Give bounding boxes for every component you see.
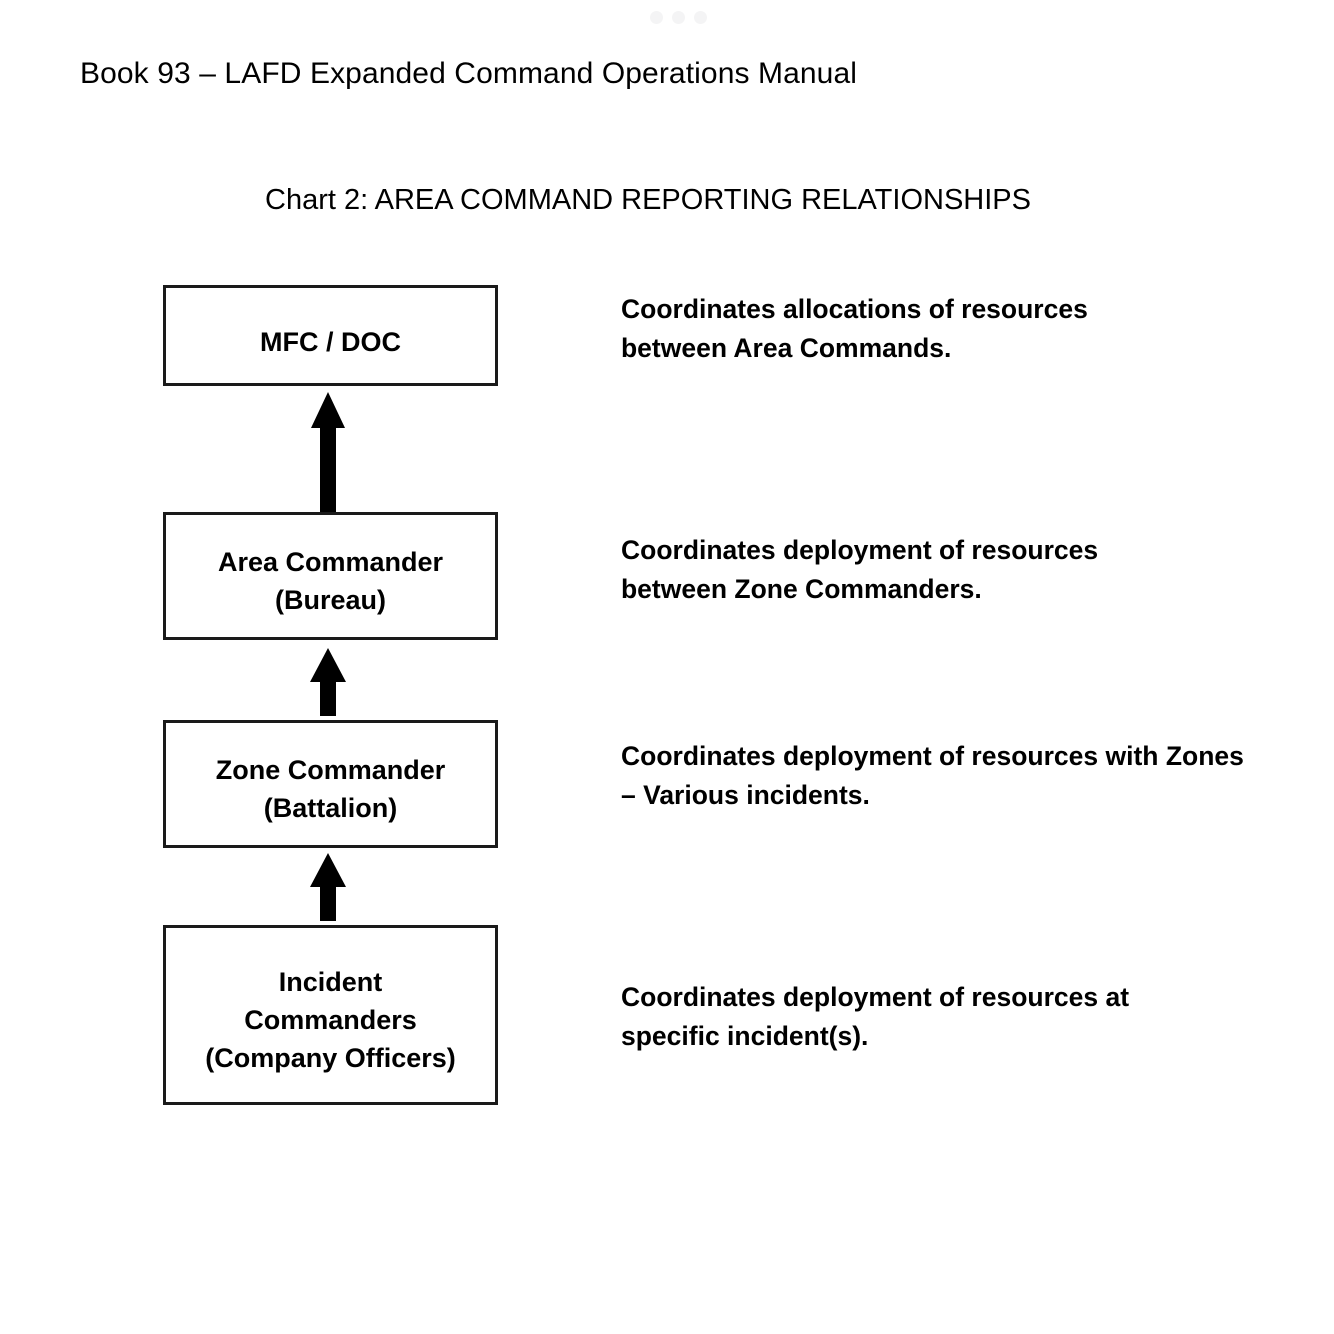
annotation-line: between Zone Commanders. [621, 574, 982, 605]
page-header-title: Book 93 – LAFD Expanded Command Operatio… [80, 57, 858, 90]
node-mfc-doc: MFC / DOC [163, 285, 498, 386]
node-label-line: Incident [278, 966, 383, 997]
annotation-line: Coordinates deployment of resources at [621, 982, 1130, 1012]
annotation-line: specific incident(s). [621, 1021, 869, 1052]
annotation-line: Coordinates allocations of resources [621, 294, 1088, 324]
annotation-line: between Area Commands. [621, 333, 952, 364]
node-area-commander: Area Commander (Bureau) [163, 512, 498, 640]
node-zone-commander: Zone Commander (Battalion) [163, 720, 498, 848]
annotation-zone-commander: Coordinates deployment of resources with… [621, 737, 1261, 815]
node-label-line: (Battalion) [263, 793, 398, 823]
arrow-up-icon [310, 853, 346, 921]
node-label-line: Commanders [244, 1004, 417, 1035]
annotation-line: Coordinates deployment of resources with [621, 741, 1159, 771]
annotation-mfc-doc: Coordinates allocations of resources bet… [621, 290, 1191, 368]
node-label-line: Area Commander [217, 546, 444, 577]
arrow-up-icon [311, 392, 345, 512]
node-incident-commanders: Incident Commanders (Company Officers) [163, 925, 498, 1105]
annotation-line: Zones – Various incidents. [621, 741, 1244, 811]
chart-title: Chart 2: AREA COMMAND REPORTING RELATION… [265, 184, 1031, 216]
annotation-line: Coordinates deployment of resources [621, 535, 1099, 565]
dot-icon [650, 11, 663, 24]
three-dots-indicator [650, 11, 707, 24]
node-label-line: (Bureau) [274, 585, 386, 615]
dot-icon [672, 11, 685, 24]
node-label-line: (Company Officers) [205, 1043, 456, 1074]
node-label-line: MFC / DOC [260, 327, 401, 358]
node-label-line: Zone Commander [215, 754, 446, 785]
arrow-up-icon [310, 648, 346, 716]
annotation-incident-commanders: Coordinates deployment of resources at s… [621, 978, 1231, 1056]
dot-icon [694, 11, 707, 24]
annotation-area-commander: Coordinates deployment of resources betw… [621, 531, 1191, 609]
